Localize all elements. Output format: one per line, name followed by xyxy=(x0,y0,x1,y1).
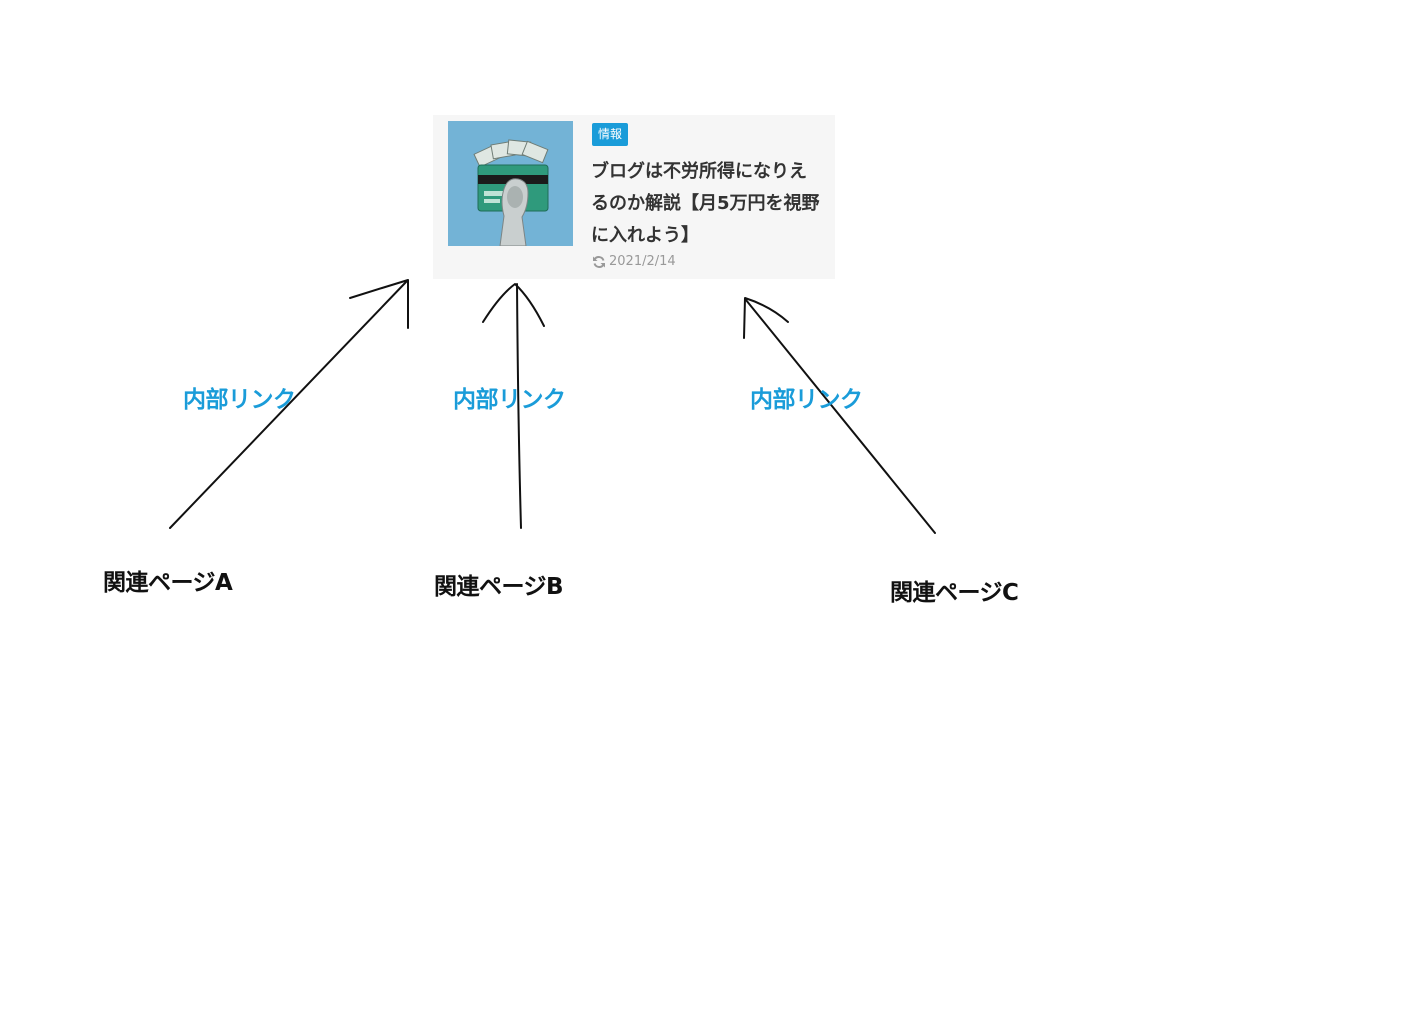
arrow-c xyxy=(745,299,936,534)
arrow-b xyxy=(516,283,522,529)
internal-link-label-c: 内部リンク xyxy=(750,387,863,413)
related-page-a: 関連ページA xyxy=(103,570,233,596)
article-title[interactable]: ブログは不労所得になりえるのか解説【月5万円を視野に入れよう】 xyxy=(591,161,820,246)
article-card[interactable]: 情報 ブログは不労所得になりえるのか解説【月5万円を視野に入れよう】 2021/… xyxy=(433,115,835,279)
refresh-icon xyxy=(592,255,606,269)
related-page-b: 関連ページB xyxy=(434,574,564,600)
article-date: 2021/2/14 xyxy=(592,253,676,271)
category-badge[interactable]: 情報 xyxy=(592,123,629,146)
article-thumbnail[interactable] xyxy=(448,121,573,246)
arrow-a xyxy=(169,281,407,529)
date-text: 2021/2/14 xyxy=(609,254,676,269)
internal-link-label-a: 内部リンク xyxy=(183,387,296,413)
money-card-hand-image xyxy=(448,121,573,246)
related-page-c: 関連ページC xyxy=(890,580,1019,606)
arrow-c-head xyxy=(743,297,789,339)
arrow-b-head xyxy=(482,283,545,327)
internal-link-label-b: 内部リンク xyxy=(453,387,566,413)
arrow-a-head xyxy=(349,279,409,329)
